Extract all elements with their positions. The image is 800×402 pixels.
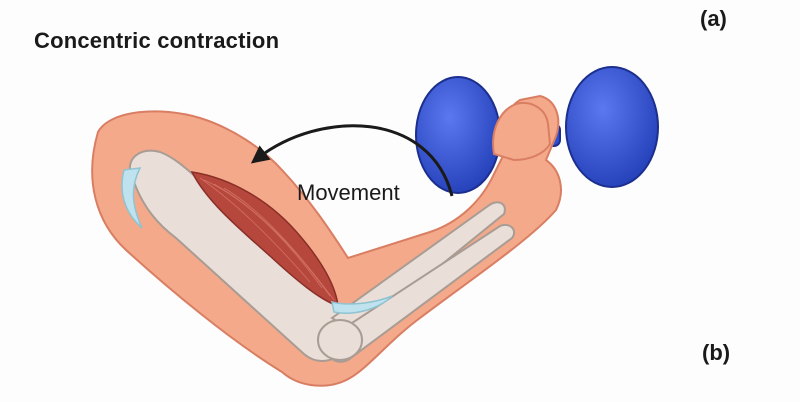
muscle-fibers — [199, 177, 335, 301]
shoulder-tendon — [121, 167, 143, 229]
movement-label: Movement — [297, 180, 400, 205]
hand — [492, 102, 552, 162]
panel-label-a: (a) — [700, 6, 727, 31]
panel-label-b: (b) — [702, 340, 731, 365]
movement-arrow — [250, 124, 454, 197]
dumbbell-right-plate — [565, 66, 659, 188]
dumbbell-left-plate — [415, 76, 501, 194]
diagram-title: Concentric contraction — [34, 28, 280, 53]
arm-skin — [91, 94, 562, 387]
elbow-tendon — [331, 295, 393, 314]
elbow-joint — [317, 319, 363, 361]
